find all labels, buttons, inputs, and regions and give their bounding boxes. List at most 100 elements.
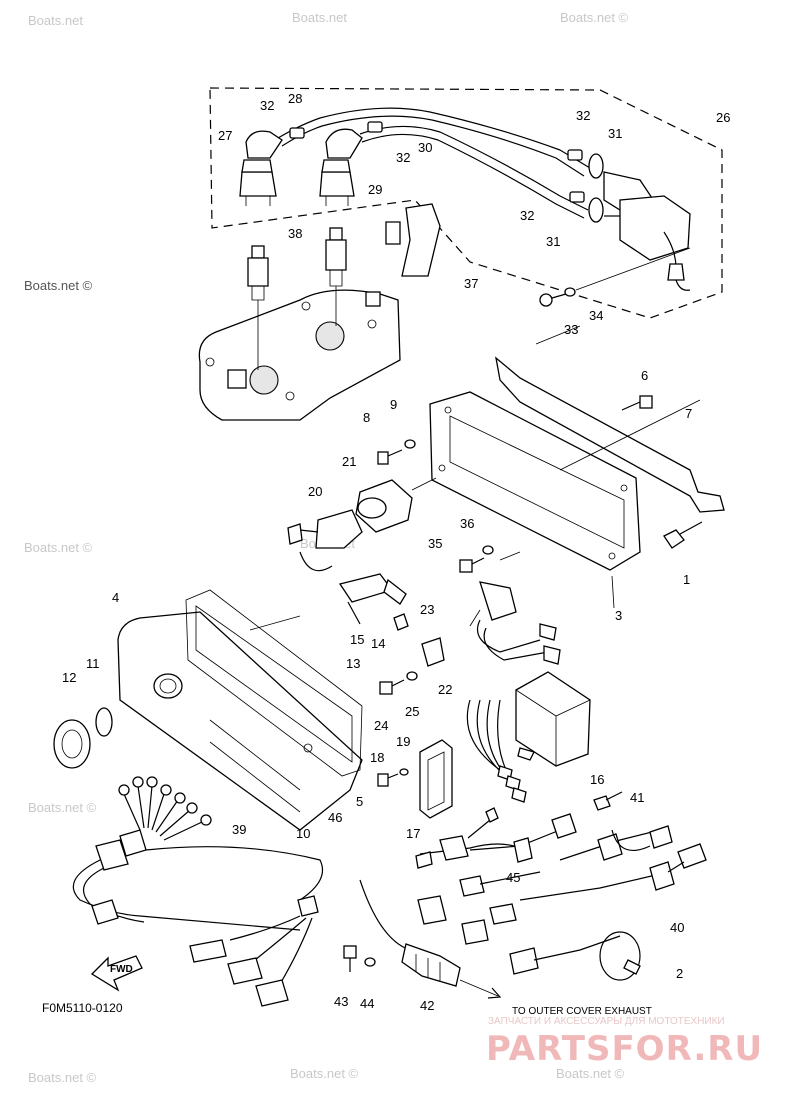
cable-22	[476, 581, 561, 665]
temperature-sensor-41	[559, 791, 673, 861]
wire-harness-39	[72, 776, 324, 1007]
part-label: 43	[334, 994, 348, 1009]
electrical-box-cover-4	[117, 611, 363, 831]
bolt-35	[459, 557, 485, 573]
part-label: 16	[590, 772, 604, 787]
fwd-label: FWD	[110, 964, 133, 975]
watermark-layer: Boats.net Boats.net Boats.net © Boats.ne…	[24, 10, 629, 1085]
washer-36	[482, 545, 494, 555]
part-label: 10	[296, 826, 310, 841]
part-label: 29	[368, 182, 382, 197]
watermark: Boats.net	[292, 10, 347, 25]
part-label: 41	[630, 790, 644, 805]
part-label: 37	[464, 276, 478, 291]
sensor-lead-45	[419, 807, 577, 897]
part-label: 36	[460, 516, 474, 531]
part-label: 6	[641, 368, 648, 383]
watermark: Boats.net	[28, 13, 83, 28]
clamp-32	[289, 121, 585, 203]
part-label: 14	[371, 636, 385, 651]
part-label: 28	[288, 91, 302, 106]
cap-12	[53, 719, 91, 769]
bracket-7	[495, 356, 725, 513]
high-tension-lead-28	[277, 107, 591, 169]
part-label: 15	[350, 632, 364, 647]
watermark: Boats.net ©	[560, 10, 629, 25]
part-label: 45	[506, 870, 520, 885]
connector-17	[419, 739, 453, 819]
relay-21	[355, 479, 413, 533]
leader-line	[469, 609, 481, 627]
part-label: 32	[396, 150, 410, 165]
part-label: 46	[328, 810, 342, 825]
high-tension-lead-28-outline	[281, 115, 585, 177]
spark-plug-cap-27	[239, 130, 283, 206]
leader-line	[575, 247, 691, 291]
bolt-8	[377, 449, 403, 465]
watermark: Boats.net ©	[28, 800, 97, 815]
part-label: 12	[62, 670, 76, 685]
part-label: 8	[363, 410, 370, 425]
leader-line	[257, 286, 337, 370]
part-label: 1	[683, 572, 690, 587]
leader-line	[535, 325, 581, 345]
watermark: Boats.net ©	[556, 1066, 625, 1081]
gasket-5	[185, 589, 363, 777]
ignition-coil	[603, 171, 691, 291]
fwd-arrow-indicator: FWD	[90, 955, 143, 992]
part-label: 13	[346, 656, 360, 671]
part-label: 25	[405, 704, 419, 719]
washer-34	[564, 287, 576, 297]
shop-tagline: ЗАПЧАСТИ И АКСЕССУАРЫ ДЛЯ МОТОТЕХНИКИ	[488, 1016, 725, 1027]
part-label: 35	[428, 536, 442, 551]
high-tension-lead-30	[359, 125, 589, 211]
leader-line	[611, 575, 615, 609]
lead-wire-42	[359, 851, 461, 987]
starter-solenoid-20	[287, 509, 363, 572]
shop-watermark: ЗАПЧАСТИ И АКСЕССУАРЫ ДЛЯ МОТОТЕХНИКИ PA…	[486, 1016, 762, 1069]
leader-arrowhead	[487, 987, 502, 999]
bolt-6	[621, 395, 653, 411]
part-label: 18	[370, 750, 384, 765]
mounting-plate-3	[429, 391, 641, 571]
exhaust-note: TO OUTER COVER EXHAUST	[512, 1006, 652, 1017]
part-label: 24	[374, 718, 388, 733]
part-label: 5	[356, 794, 363, 809]
part-label: 30	[418, 140, 432, 155]
bolt-1	[663, 521, 703, 549]
part-label: 17	[406, 826, 420, 841]
bolt-43	[343, 945, 357, 972]
figure-code: F0M5110-0120	[42, 1001, 123, 1015]
part-label: 4	[112, 590, 119, 605]
watermark: Boats.net ©	[24, 278, 93, 293]
part-label: 2	[676, 966, 683, 981]
cdi-unit-16	[466, 671, 591, 803]
part-label: 9	[390, 397, 397, 412]
washer-9	[404, 439, 416, 449]
part-label: 23	[420, 602, 434, 617]
part-label: 21	[342, 454, 356, 469]
washer-44	[364, 957, 376, 967]
part-label: 33	[564, 322, 578, 337]
washer-19	[399, 768, 409, 776]
clip-23	[421, 637, 445, 667]
watermark: Boats.net ©	[28, 1070, 97, 1085]
coil-assembly-dashed-boundary	[209, 87, 723, 319]
o-ring-11	[95, 707, 113, 737]
bolt-33	[539, 293, 567, 307]
leader-line	[499, 551, 521, 561]
bolt-18	[377, 773, 399, 787]
part-label: 7	[685, 406, 692, 421]
high-tension-lead-30-outline	[361, 133, 585, 219]
part-label: 34	[589, 308, 603, 323]
part-number-labels: 1 2 3 4 5 6 7 8 9 10 11 12 13 14 15 16 1…	[62, 91, 730, 1013]
spark-plug-cap-29	[319, 128, 363, 206]
part-label: 19	[396, 734, 410, 749]
leader-line	[411, 477, 437, 491]
part-label: 22	[438, 682, 452, 697]
bolt-24	[379, 679, 405, 695]
washer-25	[406, 671, 418, 681]
part-label: 27	[218, 128, 232, 143]
part-label: 38	[288, 226, 302, 241]
